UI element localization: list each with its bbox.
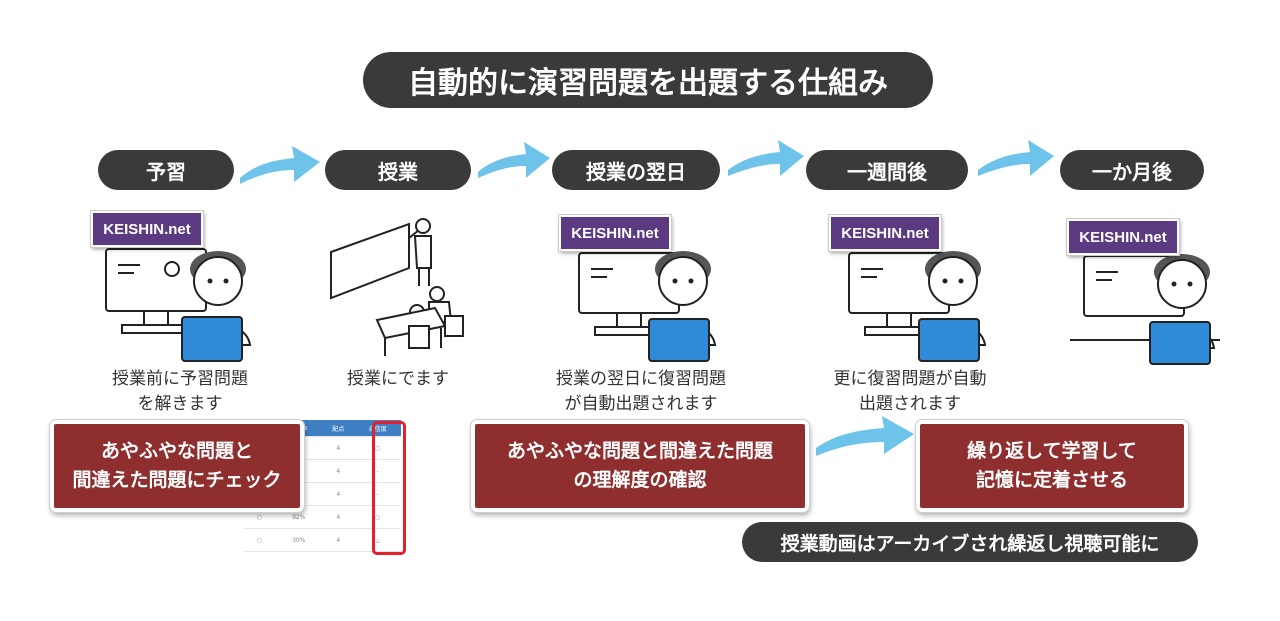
step-pill-next-day: 授業の翌日 [552,150,720,190]
student-computer-illustration [578,251,717,362]
table-cell: 4 [321,482,355,506]
callout-check: あやふやな問題と 間違えた問題にチェック [49,419,305,513]
callout-repeat: 繰り返して学習して 記憶に定着させる [915,419,1189,513]
diagram-title: 自動的に演習問題を出題する仕組み [363,52,933,108]
table-header-cell: 自信度 [354,420,401,437]
table-cell: ○ [354,505,401,529]
callout-understanding: あやふやな問題と間違えた問題 の理解度の確認 [470,419,810,513]
desc-line: を解きます [137,394,223,414]
table-cell: ○ [243,528,276,552]
desc-line: 授業前に予習問題 [112,369,248,389]
arrow-2-icon [478,142,550,178]
arrow-1-icon [240,146,320,184]
step-pill-preview: 予習 [98,150,234,190]
table-cell: - [354,482,401,506]
table-cell: 4 [321,436,355,460]
callout-line: 繰り返して学習して [967,440,1137,462]
student-computer-illustration [1070,254,1220,365]
desc-line: 授業にでます [347,369,449,389]
table-cell: 4 [321,505,355,529]
table-cell: 4 [321,459,355,483]
confidence-column-highlight [372,421,406,555]
brand-label-3: KEISHIN.net [828,214,942,252]
desc-line: 出題されます [859,394,961,414]
callout-line: の理解度の確認 [573,469,707,491]
student-computer-illustration [848,251,987,362]
table-cell: 4 [321,528,355,552]
table-cell: ○ [354,436,401,460]
step-desc-one-week: 更に復習問題が自動 出題されます [810,367,1010,417]
table-header-cell: 配点 [321,420,355,437]
desc-line: 更に復習問題が自動 [833,369,987,389]
step-desc-next-day: 授業の翌日に復習問題 が自動出題されます [536,367,746,417]
archive-note: 授業動画はアーカイブされ繰返し視聴可能に [742,522,1198,562]
step-pill-one-month: 一か月後 [1060,150,1204,190]
table-cell: △ [354,528,401,552]
brand-label-4: KEISHIN.net [1066,218,1180,256]
desc-line: 授業の翌日に復習問題 [556,369,726,389]
arrow-3-icon [728,140,804,176]
table-row: ○ 30% 4 △ [243,528,401,552]
callout-line: 記憶に定着させる [975,469,1128,491]
callout-line: あやふやな問題と間違えた問題 [506,440,773,462]
step-pill-lesson: 授業 [325,150,471,190]
callout-line: 間違えた問題にチェック [72,469,282,491]
student-computer-illustration [105,248,252,362]
brand-label-2: KEISHIN.net [558,214,672,252]
table-cell: - [354,459,401,483]
arrow-4-icon [978,140,1054,176]
step-pill-one-week: 一週間後 [806,150,968,190]
step-desc-lesson: 授業にでます [318,367,478,392]
desc-line: が自動出題されます [564,394,718,414]
step-desc-preview: 授業前に予習問題 を解きます [90,367,270,417]
classroom-illustration [330,218,464,356]
table-cell: 30% [275,528,322,552]
arrow-review-icon [816,416,914,456]
callout-line: あやふやな問題と [100,440,253,462]
brand-label-1: KEISHIN.net [90,210,204,248]
